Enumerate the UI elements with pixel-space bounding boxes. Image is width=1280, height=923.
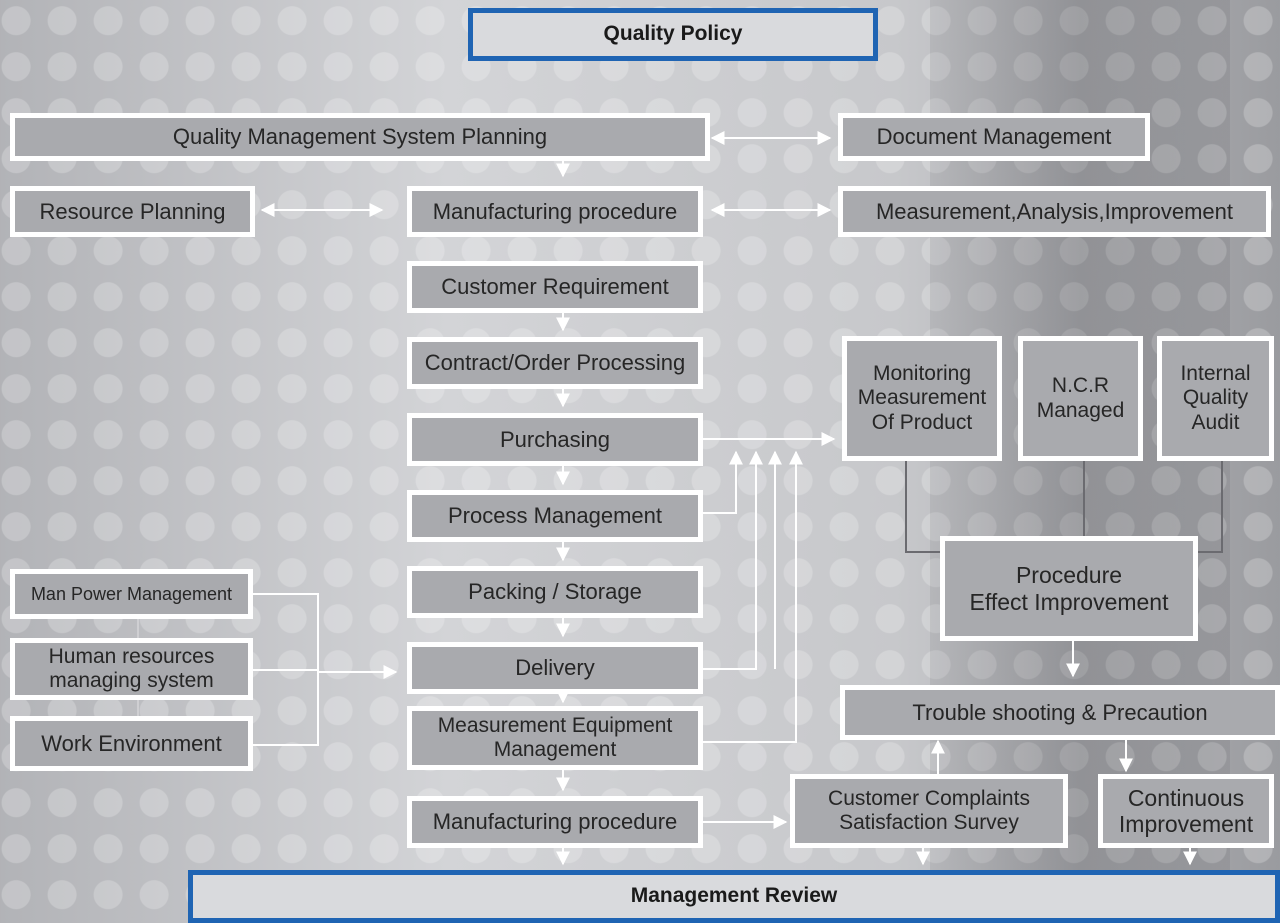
measurement-equipment-box: Measurement Equipment Management	[407, 706, 703, 770]
man-power-box: Man Power Management	[10, 569, 253, 619]
delivery-box: Delivery	[407, 642, 703, 694]
resource-planning-box: Resource Planning	[10, 186, 255, 237]
feedback-delivery	[697, 450, 763, 670]
management-review-box: Management Review	[188, 870, 1280, 923]
process-management-box: Process Management	[407, 490, 703, 542]
customer-complaints-box: Customer Complaints Satisfaction Survey	[790, 774, 1068, 848]
internal-audit-box: Internal Quality Audit	[1157, 336, 1274, 461]
audit-to-procedure	[1196, 461, 1223, 553]
feedback-equipment	[697, 450, 803, 743]
qms-planning-box: Quality Management System Planning	[10, 113, 710, 161]
packing-storage-box: Packing / Storage	[407, 566, 703, 618]
contract-order-box: Contract/Order Processing	[407, 337, 703, 389]
trouble-shooting-box: Trouble shooting & Precaution	[840, 685, 1280, 740]
purchasing-box: Purchasing	[407, 413, 703, 466]
monitoring-to-procedure	[905, 461, 944, 553]
customer-requirement-box: Customer Requirement	[407, 261, 703, 313]
continuous-improvement-box: Continuous Improvement	[1098, 774, 1274, 848]
procedure-effect-box: Procedure Effect Improvement	[940, 536, 1198, 641]
document-management-box: Document Management	[838, 113, 1150, 161]
manufacturing-procedure-top-box: Manufacturing procedure	[407, 186, 703, 237]
manufacturing-procedure-bottom-box: Manufacturing procedure	[407, 796, 703, 848]
human-resources-box: Human resources managing system	[10, 638, 253, 700]
feedback-process	[697, 450, 743, 514]
ncr-box: N.C.R Managed	[1018, 336, 1143, 461]
measurement-analysis-box: Measurement,Analysis,Improvement	[838, 186, 1271, 237]
monitoring-box: Monitoring Measurement Of Product	[842, 336, 1002, 461]
quality-policy-box: Quality Policy	[468, 8, 878, 61]
work-environment-box: Work Environment	[10, 716, 253, 771]
